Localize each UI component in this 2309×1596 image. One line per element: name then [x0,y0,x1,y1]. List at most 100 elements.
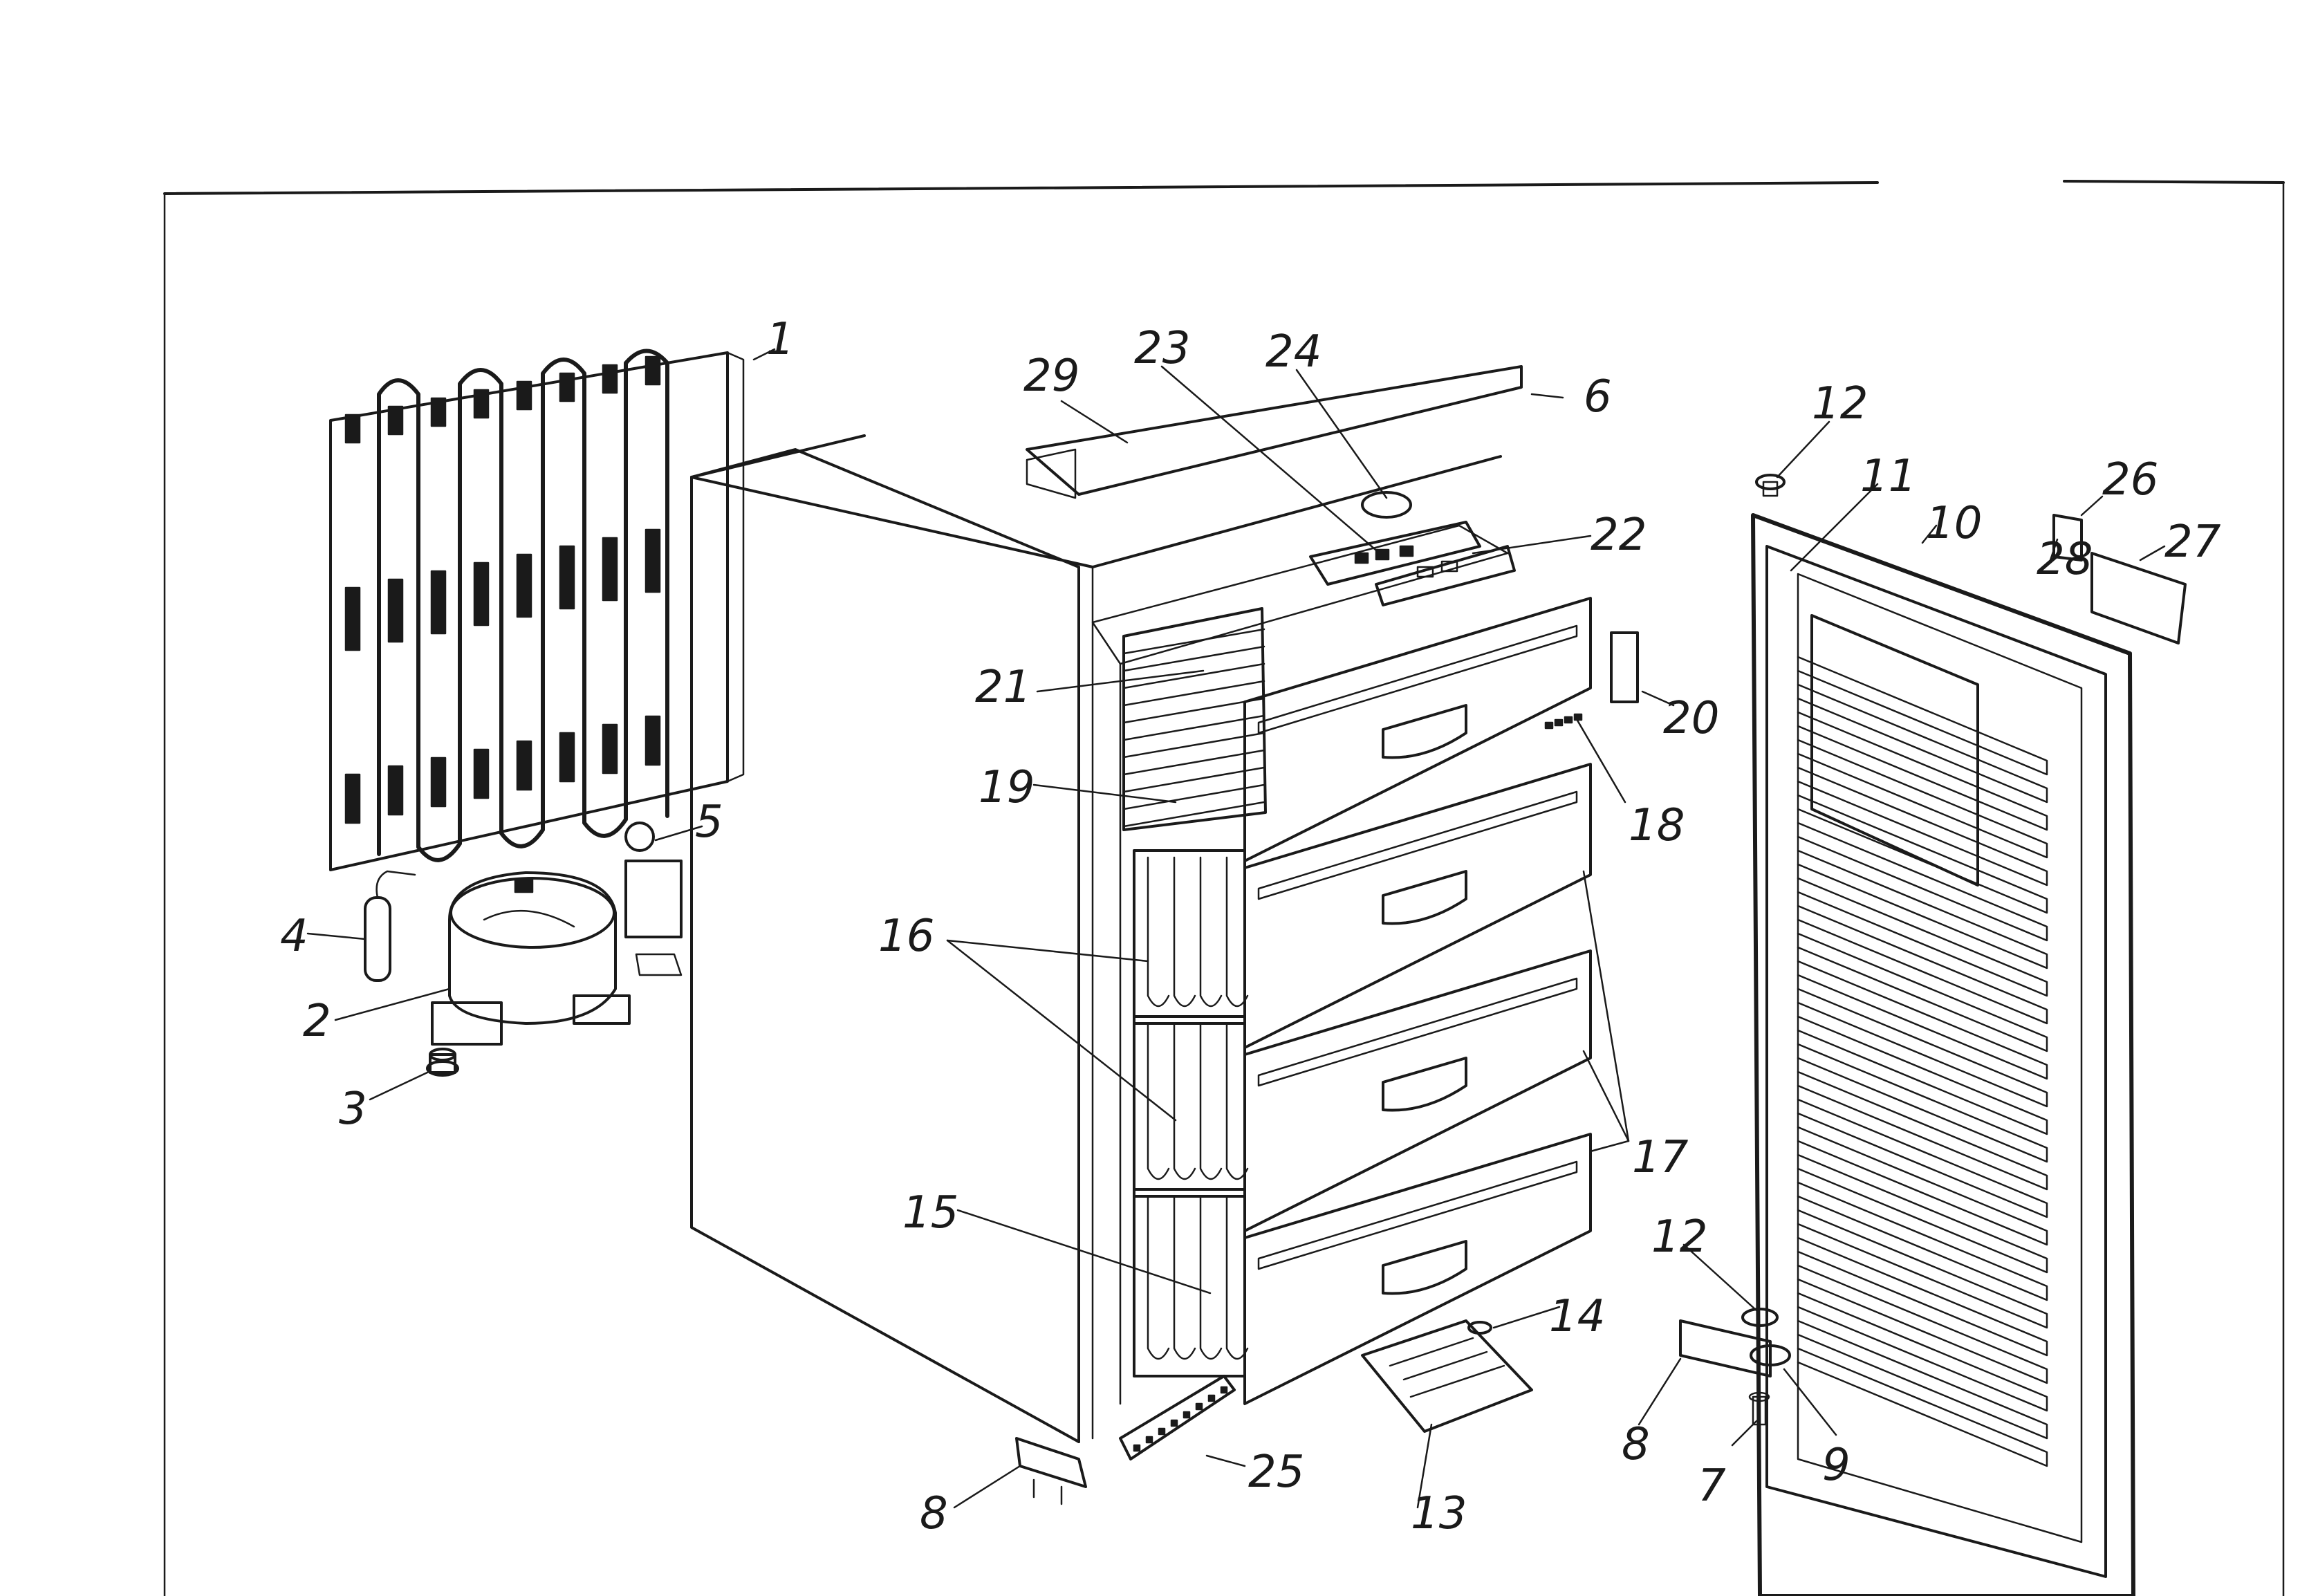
leader-8b [1638,1357,1682,1426]
door-rib [1797,1347,2048,1467]
plinth-grille [1361,1319,1533,1433]
freezer-door [1751,513,2135,1596]
hinge-pin-top [1755,474,1786,497]
top-mounting-strip [1026,365,1523,499]
start-relay [624,822,683,976]
leader-21 [1036,669,1205,693]
basket-wire [1173,1022,1196,1180]
door-rib [1797,794,2048,914]
leader-17a [1582,870,1630,1142]
leader-14 [1492,1306,1561,1329]
callout-labels: 1 2 3 4 5 6 7 8 8 9 10 11 12 12 13 14 15… [280,314,2221,1539]
door-rib [1797,1236,2048,1357]
rail-hole [1170,1419,1178,1427]
condenser-fin [516,740,532,791]
door-rib [1797,1292,2048,1412]
door-rib [1797,1070,2048,1191]
condenser-fin [645,715,661,766]
drawer-front [1243,1133,1592,1405]
leader-24 [1295,369,1388,499]
basket-wire [1199,1195,1223,1360]
condenser-fin [344,414,361,444]
leader-28 [2049,538,2059,562]
door-rib [1797,877,2048,997]
callout-7: 7 [1698,1460,1726,1512]
drawer-button [1564,716,1573,724]
leader-22 [1472,535,1592,555]
drawer-strip [1257,624,1578,734]
drawer-front [1243,763,1592,1049]
rail-hole [1133,1444,1141,1452]
leader-11 [1790,483,1879,572]
basket-wire [1199,856,1223,1008]
leader-4 [306,932,367,940]
condenser-fin [344,586,361,651]
callout-13: 13 [1411,1488,1467,1539]
condenser-fin [387,578,404,643]
callout-4: 4 [280,911,308,962]
callout-23: 23 [1134,323,1190,374]
door-rib [1797,656,2048,776]
callout-5: 5 [695,797,723,848]
condenser-fin [559,732,575,783]
leader-5 [654,825,703,842]
door-rib [1797,711,2048,831]
door-rib [1797,766,2048,887]
door-rib [1797,683,2048,804]
callout-18: 18 [1629,800,1685,851]
door-rib [1797,1153,2048,1274]
drawer-handle [1382,704,1467,759]
leader-12a [1776,420,1830,479]
compressor [431,871,631,1046]
condenser-fin [516,380,532,411]
shelf-wire [1122,697,1265,724]
basket-wire [1147,1022,1170,1180]
condenser-fin [602,364,618,394]
callout-12a: 12 [1812,378,1868,429]
callout-14: 14 [1549,1291,1605,1342]
callout-21: 21 [975,662,1031,713]
bottom-hinge [1679,1308,1791,1426]
condenser-fin [645,528,661,593]
basket-frame [1133,1188,1246,1377]
shelf-wire [1122,732,1265,759]
callout-1: 1 [766,314,795,365]
screw-cap [1467,1321,1492,1335]
condenser-fin [430,397,447,427]
condenser-fin [559,545,575,610]
wire-shelf [1122,607,1267,831]
condenser-fin [602,537,618,602]
callout-28: 28 [2037,534,2093,585]
callout-25: 25 [1248,1447,1304,1498]
leader-10 [1921,524,1938,544]
basket-frame [1133,1015,1246,1198]
leader-23 [1160,365,1381,555]
shelf-wire [1122,783,1265,810]
leader-16a [946,939,1149,963]
callout-8a: 8 [920,1488,948,1539]
door-rib [1797,1043,2048,1163]
callout-2: 2 [303,996,331,1047]
callout-11: 11 [1860,451,1916,502]
rail-hole [1145,1436,1153,1444]
door-rib [1797,1319,2048,1440]
shelf-wire [1122,714,1265,741]
drawer-baskets [1133,849,1249,1377]
door-rib [1797,1015,2048,1135]
filter-drier [364,870,416,982]
side-hinge [1610,631,1639,703]
drawer-handle [1382,1240,1467,1295]
condenser-fin [473,562,490,627]
condenser-fin [387,405,404,436]
door-rib [1797,849,2048,969]
condenser-fin [430,757,447,808]
callout-15: 15 [902,1187,958,1238]
leader-19 [1032,783,1177,804]
door-rib [1797,932,2048,1052]
drawer-fronts [1243,597,1592,1405]
leader-2 [334,987,451,1021]
callout-3: 3 [339,1084,367,1135]
drawer-strip [1257,790,1578,900]
shelf-wire [1122,680,1265,707]
condenser-fin [430,570,447,635]
